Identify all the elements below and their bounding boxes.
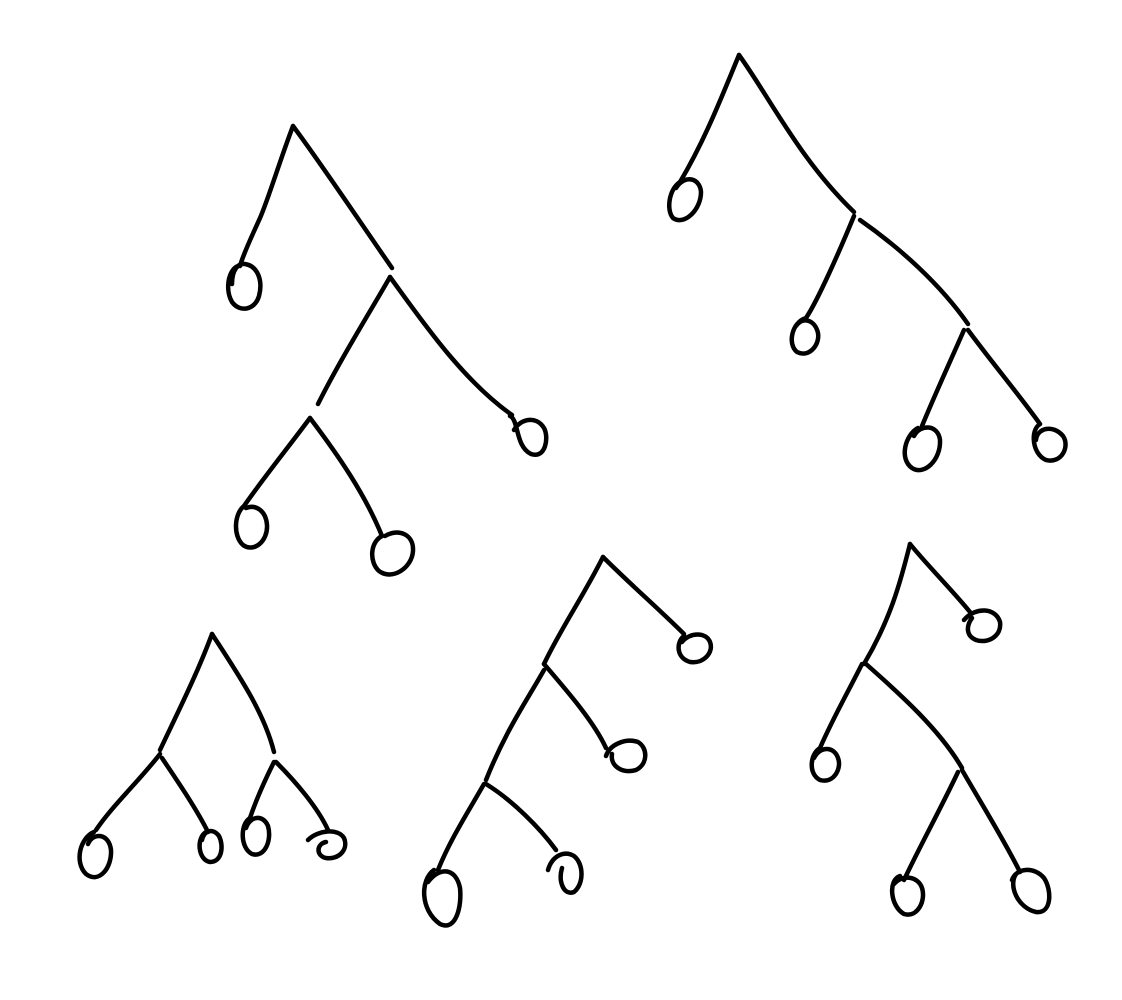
tree-1-edge-root-left: [237, 123, 296, 269]
tree-1-edge-sub-right: [307, 415, 385, 539]
tree-5-leaf-1: [961, 608, 1003, 644]
tree-4-leaf-3: [421, 867, 463, 928]
tree-4-edge-a-left: [483, 667, 547, 783]
tree-1-edge-internal-right: [387, 274, 515, 418]
tree-4-edge-a-right: [541, 661, 609, 751]
tree-2-edge-sub-right: [965, 327, 1043, 427]
tree-2-leaf-4: [1031, 421, 1068, 463]
tree-5: [809, 541, 1052, 917]
tree-3-leaf-4: [305, 829, 348, 861]
tree-5-leaf-4: [1009, 867, 1052, 915]
tree-5-edge-root-right: [907, 541, 973, 615]
tree-5-leaf-3: [890, 873, 926, 917]
tree-4-leaf-4: [545, 851, 584, 895]
tree-4-edge-b-left: [435, 781, 487, 873]
tree-1-edge-internal-left: [315, 274, 393, 407]
tree-2-edge-root-left: [677, 52, 742, 185]
tree-1-leaf-2: [233, 503, 270, 550]
tree-5-edge-root-left: [861, 541, 913, 667]
tree-1-leaf-4: [507, 413, 549, 457]
tree-2-leaf-2: [789, 315, 821, 356]
tree-1: [225, 123, 549, 577]
tree-3-edge-root-right: [209, 631, 277, 755]
tree-1-leaf-1: [225, 261, 263, 311]
tree-2-edge-internal-right: [857, 217, 971, 327]
tree-4-leaf-2: [603, 738, 648, 774]
tree-2-edge-sub-left: [919, 327, 967, 429]
tree-3-leaf-3: [240, 815, 272, 857]
tree-4-leaf-1: [676, 632, 714, 665]
tree-4: [421, 554, 714, 928]
tree-5-edge-a-left: [817, 661, 865, 751]
tree-2-edge-root-right: [736, 52, 857, 215]
tree-5-edge-b-right: [959, 767, 1023, 875]
tree-3-edge-left-left: [93, 751, 163, 833]
tree-3-edge-right-right: [273, 759, 331, 833]
tree-3-edge-right-left: [247, 759, 277, 821]
tree-3-edge-root-left: [157, 631, 215, 753]
tree-2-leaf-3: [902, 425, 943, 473]
tree-4-edge-root-left: [541, 554, 606, 667]
tree-2-edge-internal-left: [803, 213, 857, 321]
tree-2: [666, 52, 1068, 473]
tree-3-leaf-2: [197, 828, 224, 865]
tree-5-edge-a-right: [863, 661, 965, 771]
tree-1-leaf-3: [370, 530, 416, 577]
tree-3-leaf-1: [77, 829, 114, 880]
tree-4-edge-root-right: [600, 554, 687, 637]
tree-1-edge-sub-left: [241, 415, 313, 509]
tree-5-leaf-2: [809, 745, 842, 783]
tree-5-edge-b-left: [901, 769, 961, 883]
tree-3-edge-left-right: [159, 755, 211, 835]
tree-1-edge-root-right: [290, 123, 395, 271]
tree-3: [77, 631, 348, 880]
tree-4-edge-b-right: [483, 781, 559, 853]
tree-2-leaf-1: [666, 177, 704, 223]
